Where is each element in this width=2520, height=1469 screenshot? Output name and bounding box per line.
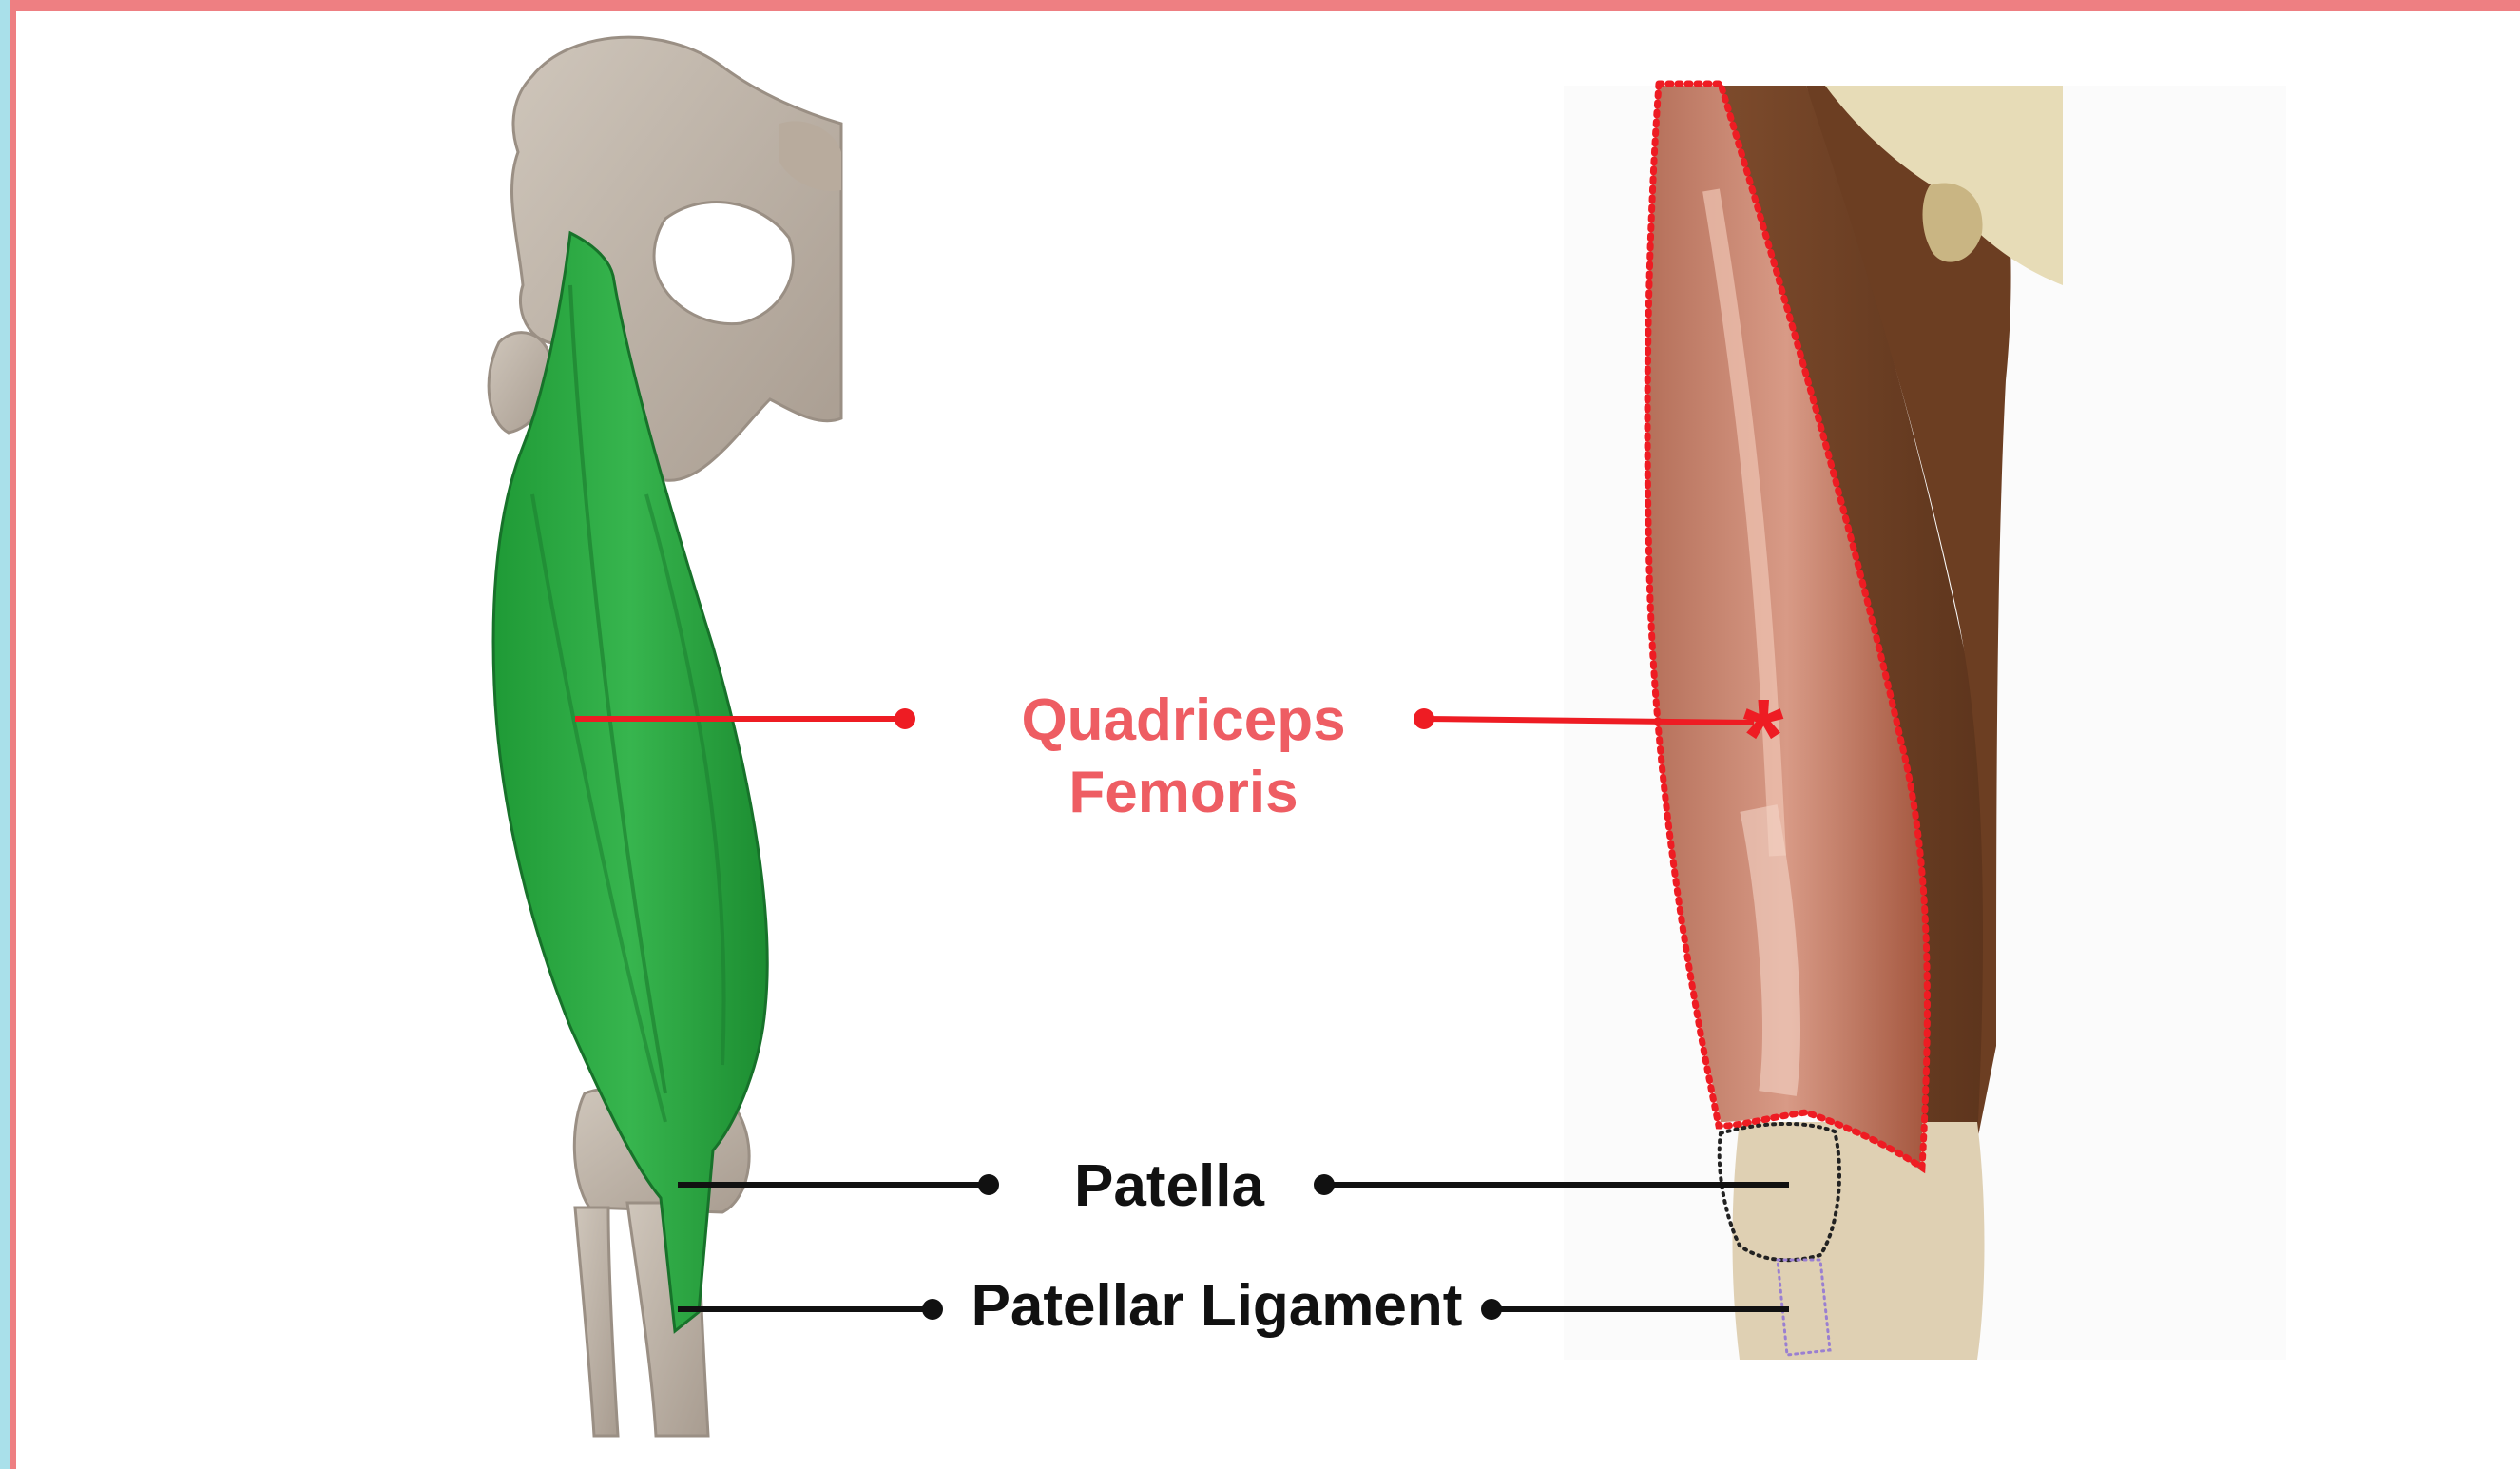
quadriceps-label-line1: Quadriceps — [970, 685, 1397, 757]
patella-leader-right-dot — [1314, 1174, 1335, 1195]
ligament-leader-left-dot — [922, 1299, 943, 1320]
illustration-left-thigh — [489, 37, 841, 1436]
knee-tissue — [1733, 1122, 1985, 1360]
quadriceps-leader-right — [1424, 719, 1754, 723]
patellar-ligament-label: Patellar Ligament — [951, 1270, 1483, 1343]
quadriceps-leader-left-dot — [895, 708, 915, 729]
fibula-bone — [575, 1208, 618, 1436]
asterisk-marker: * — [1743, 678, 1784, 795]
patella-leader-left-dot — [978, 1174, 999, 1195]
patella-label: Patella — [1027, 1150, 1312, 1223]
ligament-leader-right-dot — [1481, 1299, 1502, 1320]
quadriceps-femoris-label: Quadriceps Femoris — [970, 685, 1397, 829]
quadriceps-label-line2: Femoris — [970, 757, 1397, 829]
quadriceps-leader-right-dot — [1414, 708, 1434, 729]
